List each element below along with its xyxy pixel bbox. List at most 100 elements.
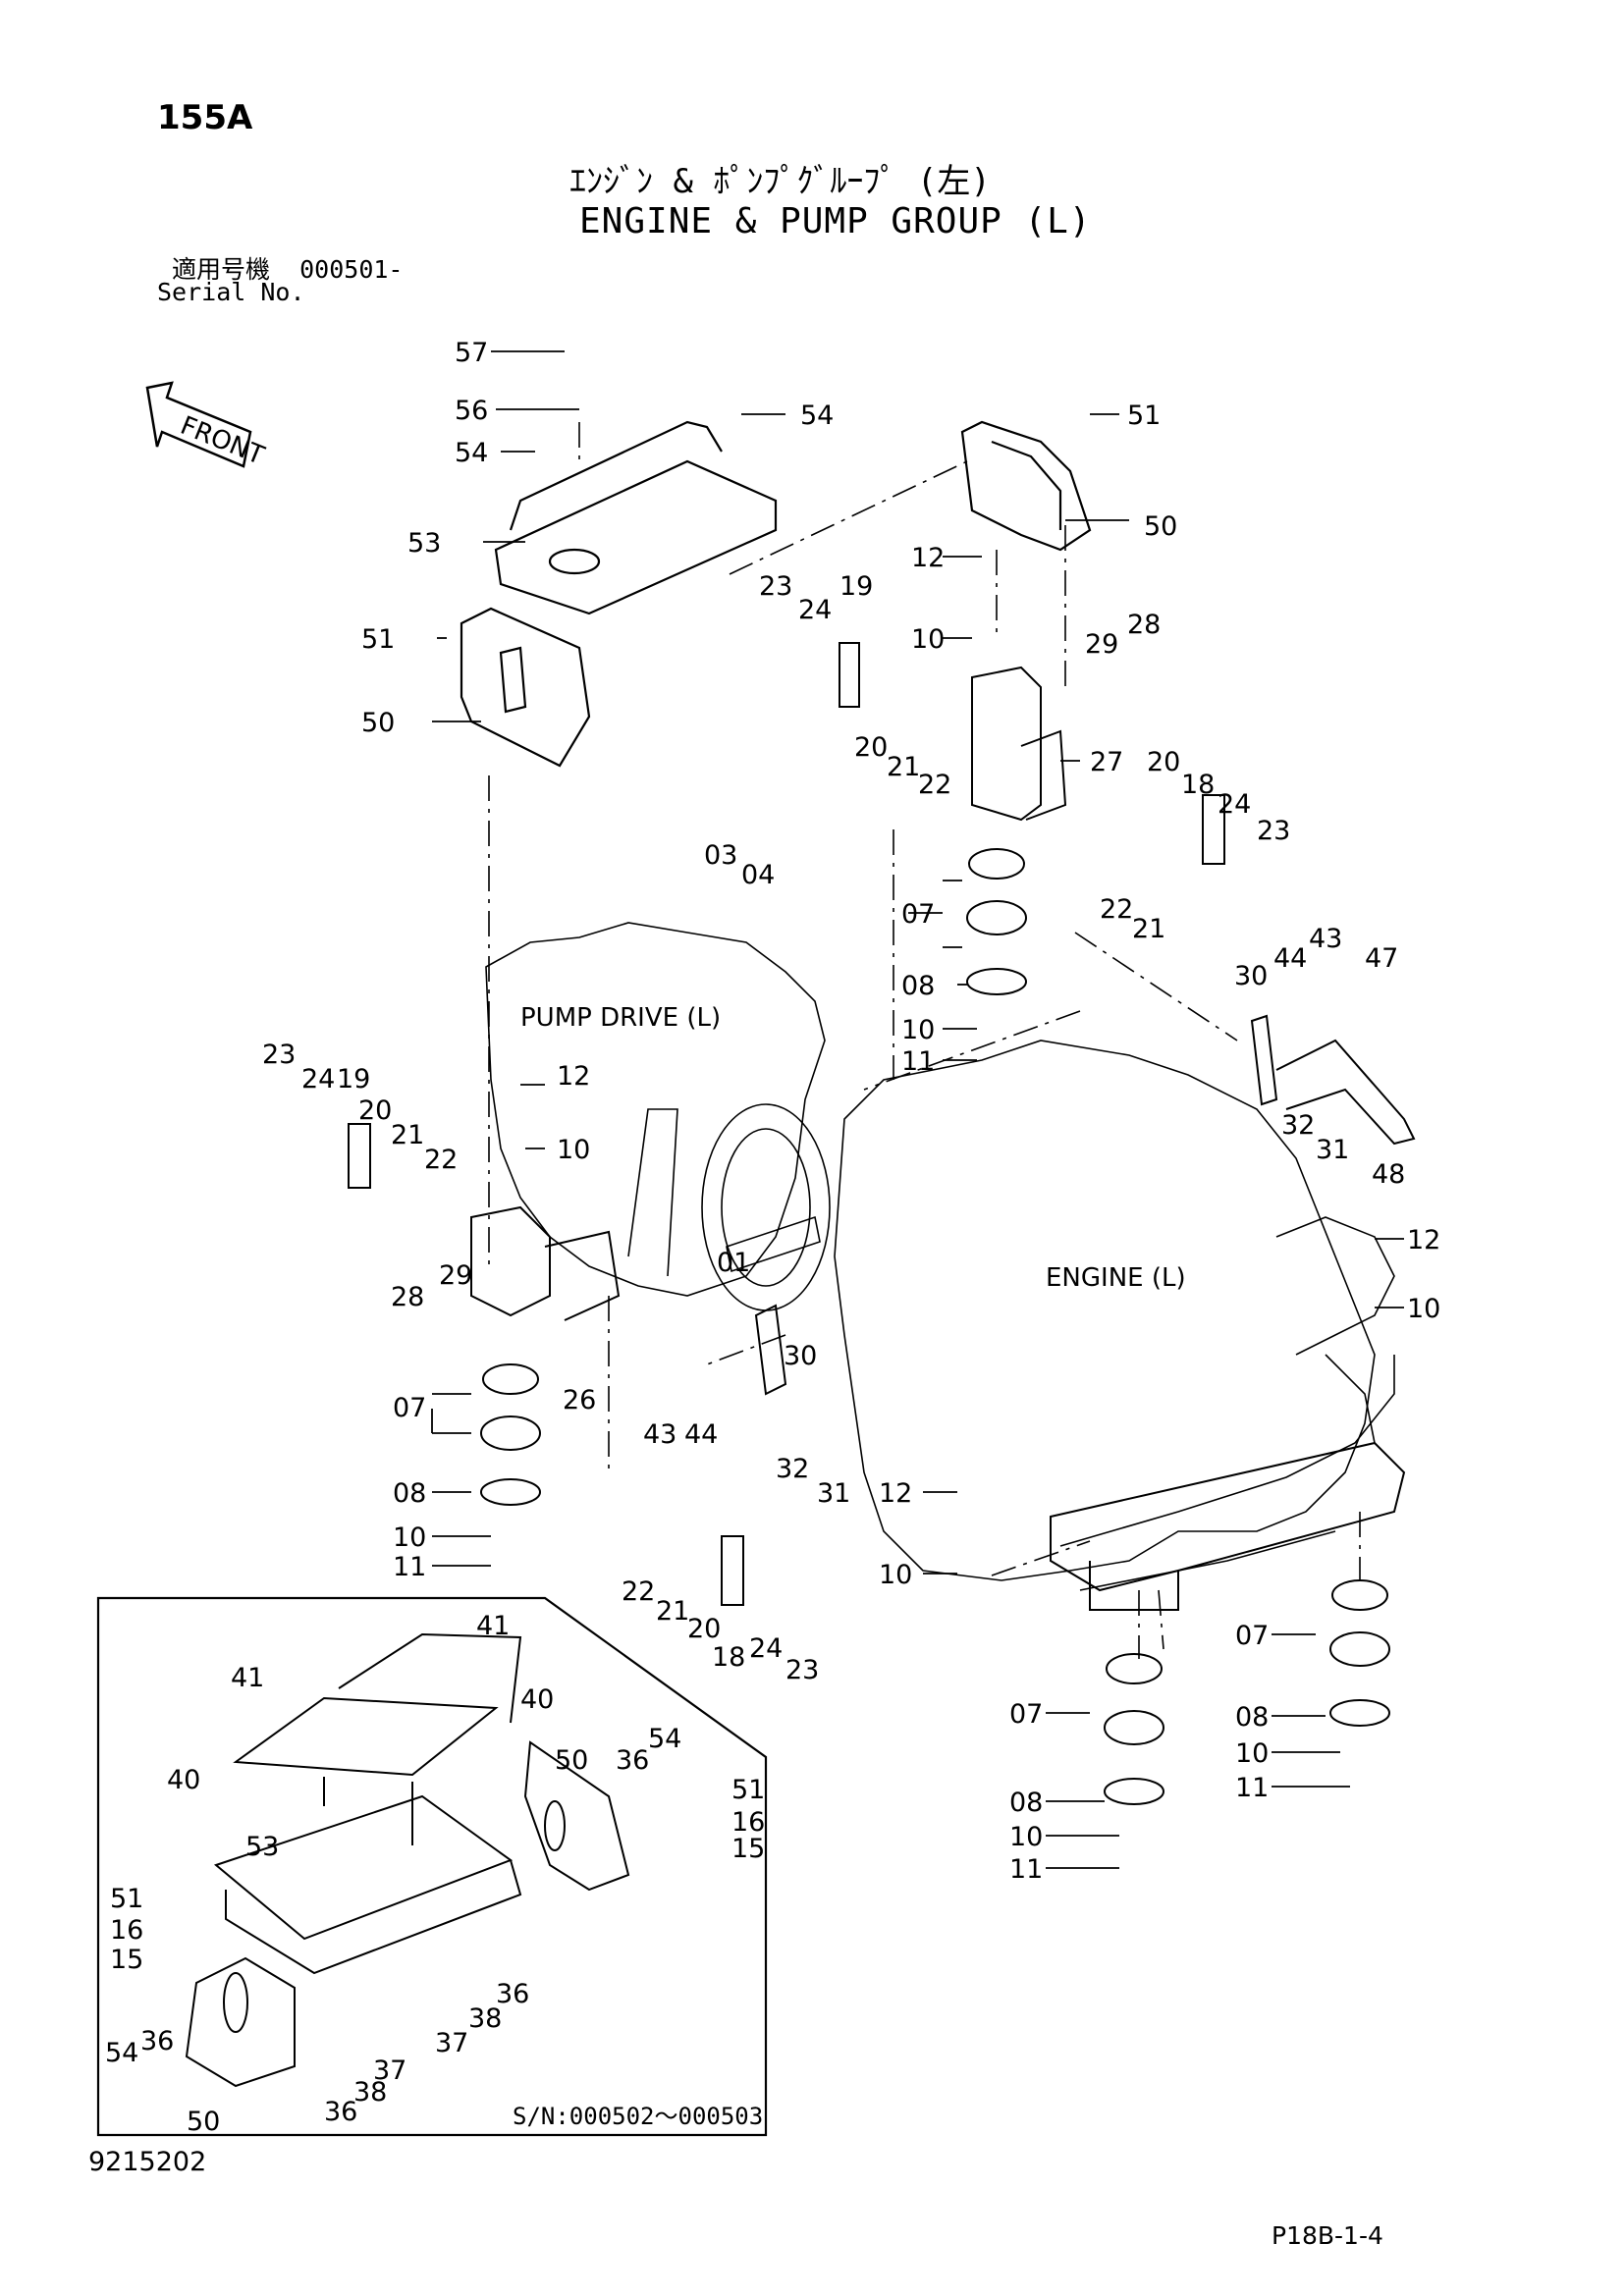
- engine-label: ENGINE (L): [1046, 1263, 1186, 1293]
- page-reference: P18B-1-4: [1272, 2221, 1383, 2250]
- callout-29: 29: [439, 1260, 472, 1291]
- callout-04: 04: [741, 860, 775, 890]
- callout-50: 50: [1144, 511, 1177, 542]
- callout-15: 15: [731, 1834, 765, 1864]
- callout-12: 12: [1407, 1225, 1440, 1255]
- callout-leaders: [431, 350, 1404, 1869]
- callout-10: 10: [557, 1135, 590, 1165]
- callout-21: 21: [391, 1120, 424, 1150]
- callout-12: 12: [879, 1478, 912, 1509]
- inset-serial-range: S/N:000502～000503: [513, 2103, 764, 2130]
- serial-value: 000501-: [299, 255, 404, 284]
- callout-23: 23: [1257, 816, 1290, 846]
- callout-51: 51: [110, 1884, 143, 1914]
- callout-43: 43: [643, 1419, 677, 1450]
- callout-10: 10: [1235, 1738, 1269, 1769]
- callout-28: 28: [1127, 610, 1161, 640]
- serial-line-japanese: 適用号機 000501-: [172, 250, 403, 286]
- callout-37: 37: [435, 2028, 468, 2058]
- inset-box: [96, 1596, 768, 2137]
- callout-24: 24: [749, 1633, 783, 1664]
- callout-41: 41: [476, 1611, 510, 1641]
- document-number: 9215202: [88, 2147, 207, 2177]
- callout-51: 51: [731, 1775, 765, 1805]
- callout-01: 01: [717, 1248, 750, 1278]
- callout-36: 36: [616, 1745, 649, 1776]
- callout-38: 38: [353, 2077, 387, 2108]
- callout-08: 08: [1235, 1702, 1269, 1733]
- callout-53: 53: [245, 1832, 279, 1862]
- mount-bracket-right: [839, 642, 1225, 865]
- callout-43: 43: [1309, 924, 1342, 954]
- callout-24: 24: [301, 1064, 335, 1095]
- leader-lines: [488, 422, 1361, 1659]
- callout-16: 16: [731, 1807, 765, 1838]
- callout-23: 23: [262, 1040, 296, 1070]
- callout-40: 40: [520, 1684, 554, 1715]
- title-japanese: ｴﾝｼﾞﾝ & ﾎﾟﾝﾌﾟｸﾞﾙｰﾌﾟ (左): [569, 162, 991, 201]
- callout-10: 10: [1407, 1294, 1440, 1324]
- callout-numbers: 57 56 54 54 51 53 50 51 50 12 23 24 19 1…: [105, 338, 1440, 2137]
- callout-28: 28: [391, 1282, 424, 1312]
- callout-23: 23: [759, 571, 792, 602]
- callout-22: 22: [1100, 894, 1133, 925]
- callout-44: 44: [1273, 943, 1307, 974]
- callout-10: 10: [393, 1522, 426, 1553]
- serial-label-english: Serial No.: [157, 278, 305, 306]
- callout-24: 24: [1218, 789, 1251, 820]
- callout-19: 19: [337, 1064, 370, 1095]
- callout-22: 22: [918, 770, 951, 800]
- front-arrow-icon: [145, 381, 252, 468]
- mount-bracket-left: [348, 1123, 744, 1606]
- callout-30: 30: [1234, 961, 1268, 991]
- callout-20: 20: [358, 1095, 392, 1126]
- callout-38: 38: [468, 2003, 502, 2034]
- callout-31: 31: [1316, 1135, 1349, 1165]
- callout-10: 10: [901, 1015, 935, 1045]
- bracket-upper-right: [960, 420, 1092, 552]
- fan-outline: [1275, 1216, 1395, 1444]
- callout-32: 32: [1281, 1110, 1315, 1141]
- callout-16: 16: [110, 1915, 143, 1946]
- callout-21: 21: [656, 1596, 689, 1627]
- callout-54: 54: [648, 1724, 681, 1754]
- callout-36: 36: [324, 2097, 357, 2127]
- callout-51: 51: [1127, 400, 1161, 431]
- callout-50: 50: [555, 1745, 588, 1776]
- callout-32: 32: [776, 1454, 809, 1484]
- inset-steps: [185, 1632, 630, 2088]
- callout-11: 11: [393, 1552, 426, 1582]
- callout-22: 22: [424, 1145, 458, 1175]
- callout-27: 27: [1090, 747, 1123, 777]
- pump-drive-outline: [485, 922, 831, 1311]
- callout-18: 18: [712, 1642, 745, 1673]
- callout-44: 44: [684, 1419, 718, 1450]
- rubber-mounts: [480, 848, 1390, 1805]
- callout-53: 53: [407, 528, 441, 559]
- callout-07: 07: [1009, 1699, 1043, 1730]
- callout-08: 08: [393, 1478, 426, 1509]
- callout-18: 18: [1181, 770, 1215, 800]
- callout-07: 07: [393, 1393, 426, 1423]
- callout-15: 15: [110, 1945, 143, 1975]
- serial-label-jp: 適用号機: [172, 255, 271, 284]
- page-code: 155A: [157, 98, 253, 137]
- callout-26: 26: [563, 1385, 596, 1415]
- callout-50: 50: [361, 708, 395, 738]
- callout-56: 56: [455, 396, 488, 426]
- callout-20: 20: [687, 1614, 721, 1644]
- callout-47: 47: [1365, 943, 1398, 974]
- callout-48: 48: [1372, 1159, 1405, 1190]
- callout-23: 23: [785, 1655, 819, 1685]
- callout-29: 29: [1085, 629, 1118, 660]
- callout-51: 51: [361, 624, 395, 655]
- callout-54: 54: [800, 400, 834, 431]
- callout-08: 08: [901, 971, 935, 1001]
- callout-22: 22: [622, 1576, 655, 1607]
- callout-30: 30: [784, 1341, 817, 1371]
- callout-31: 31: [817, 1478, 850, 1509]
- engine-outline: [834, 1040, 1395, 1591]
- callout-36: 36: [496, 1979, 529, 2009]
- callout-08: 08: [1009, 1788, 1043, 1818]
